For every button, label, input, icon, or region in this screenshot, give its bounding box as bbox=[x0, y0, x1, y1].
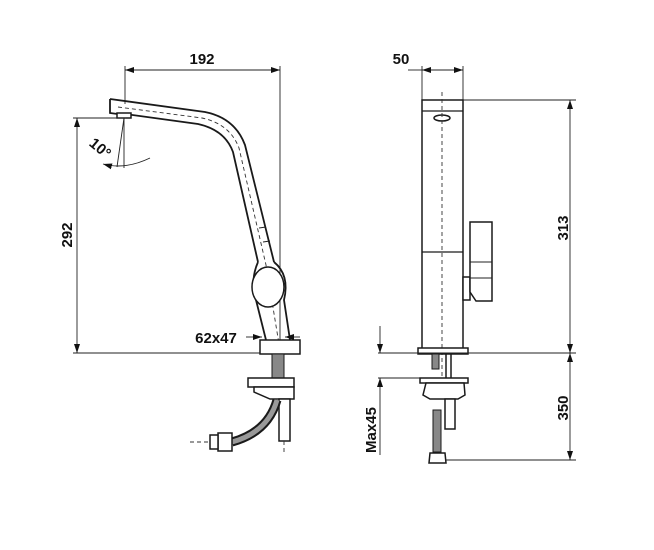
faucet-body-front bbox=[417, 92, 469, 400]
dimension-label-292: 292 bbox=[59, 222, 76, 247]
dimension-max45: Max45 bbox=[363, 326, 420, 455]
spout bbox=[109, 98, 281, 351]
mounting-shank bbox=[247, 353, 295, 455]
angle-label: 10° bbox=[86, 135, 114, 163]
dimension-313: 313 bbox=[378, 99, 576, 354]
dimension-350: 350 bbox=[445, 353, 576, 461]
dimension-label-192: 192 bbox=[189, 51, 214, 68]
dimension-label-313: 313 bbox=[555, 215, 572, 240]
supply-hose bbox=[190, 398, 282, 452]
dimension-label-50: 50 bbox=[393, 51, 410, 68]
handle-lever bbox=[462, 221, 493, 302]
front-view: 50 313 bbox=[363, 51, 576, 464]
dimension-192: 192 bbox=[124, 51, 281, 355]
base-size-label: 62x47 bbox=[195, 330, 237, 347]
dimension-label-350: 350 bbox=[555, 395, 572, 420]
dimension-50: 50 bbox=[393, 51, 464, 100]
mounting-hardware-front bbox=[419, 353, 469, 464]
faucet-body bbox=[251, 261, 301, 355]
mount-thickness-label: Max45 bbox=[363, 407, 380, 453]
side-view: 192 bbox=[59, 51, 301, 455]
angle-10-degrees: 10° bbox=[86, 117, 151, 170]
dimension-62x47: 62x47 bbox=[195, 330, 300, 347]
dimension-292: 292 bbox=[59, 117, 260, 354]
